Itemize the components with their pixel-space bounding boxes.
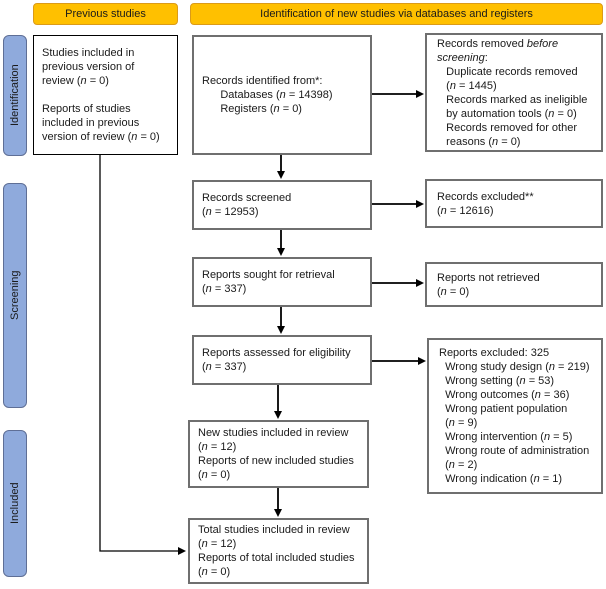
box-reports-not-retrieved: Reports not retrieved (n = 0) <box>425 262 603 307</box>
header-previous-studies-label: Previous studies <box>65 8 146 20</box>
box-records-identified: Records identified from*: Databases (n =… <box>192 35 372 155</box>
box-reports-excluded-text: Reports excluded: 325 Wrong study design… <box>439 347 590 485</box>
box-new-studies-included-text: New studies included in review (n = 12) … <box>198 427 354 481</box>
box-reports-excluded: Reports excluded: 325 Wrong study design… <box>427 338 603 494</box>
box-reports-assessed-text: Reports assessed for eligibility (n = 33… <box>202 347 351 373</box>
box-reports-sought: Reports sought for retrieval (n = 337) <box>192 257 372 307</box>
sidebar-label-screening: Screening <box>3 183 27 408</box>
box-records-removed-text: Records removed before screening: Duplic… <box>437 37 588 148</box>
box-previous-studies-text: Studies included in previous version of … <box>42 47 160 143</box>
box-total-studies-included: Total studies included in review (n = 12… <box>188 518 369 584</box>
arrow-previous-to-total <box>99 155 186 555</box>
box-reports-not-retrieved-text: Reports not retrieved (n = 0) <box>437 271 540 298</box>
box-records-excluded: Records excluded** (n = 12616) <box>425 179 603 228</box>
box-records-excluded-text: Records excluded** (n = 12616) <box>437 190 534 217</box>
sidebar-label-included-text: Included <box>9 482 21 525</box>
header-previous-studies: Previous studies <box>33 3 178 25</box>
sidebar-label-identification-text: Identification <box>9 64 21 127</box>
box-reports-assessed: Reports assessed for eligibility (n = 33… <box>192 335 372 385</box>
box-previous-studies: Studies included in previous version of … <box>33 35 178 155</box>
sidebar-label-included: Included <box>3 430 27 577</box>
box-records-removed: Records removed before screening: Duplic… <box>425 33 603 152</box>
box-records-screened-text: Records screened (n = 12953) <box>202 192 292 218</box>
header-new-studies-label: Identification of new studies via databa… <box>260 8 533 20</box>
box-new-studies-included: New studies included in review (n = 12) … <box>188 420 369 488</box>
box-total-studies-included-text: Total studies included in review (n = 12… <box>198 524 355 578</box>
box-records-identified-text: Records identified from*: Databases (n =… <box>202 75 333 115</box>
sidebar-label-identification: Identification <box>3 35 27 156</box>
header-new-studies: Identification of new studies via databa… <box>190 3 603 25</box>
box-reports-sought-text: Reports sought for retrieval (n = 337) <box>202 269 335 295</box>
box-records-screened: Records screened (n = 12953) <box>192 180 372 230</box>
sidebar-label-screening-text: Screening <box>9 270 21 321</box>
